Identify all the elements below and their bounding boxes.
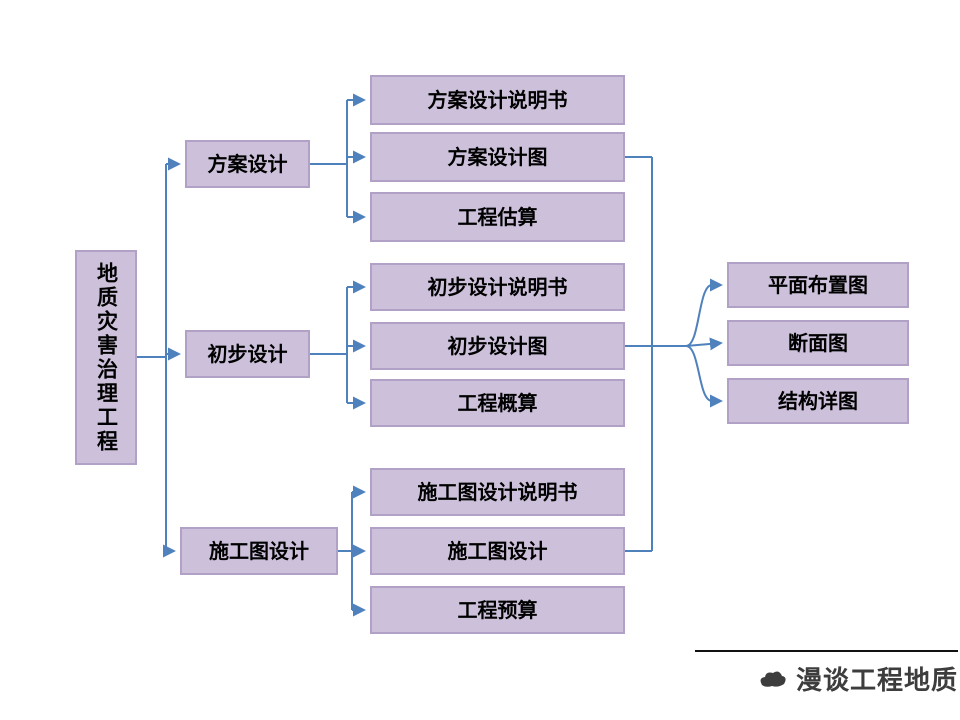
phase-node-construction-drawing-design: 施工图设计: [180, 527, 338, 575]
doc-node-scheme-spec: 方案设计说明书: [370, 75, 625, 125]
brand-icon: [760, 671, 786, 687]
doc-node-approximate-estimate: 工程概算: [370, 379, 625, 427]
phase-node-scheme-design: 方案设计: [185, 140, 310, 188]
footer-brand: 漫谈工程地质: [695, 650, 958, 697]
doc-node-construction-spec: 施工图设计说明书: [370, 468, 625, 516]
doc-node-construction-drawing: 施工图设计: [370, 527, 625, 575]
root-node: 地质灾害治理工程: [75, 250, 137, 465]
doc-node-preliminary-drawing: 初步设计图: [370, 322, 625, 370]
doc-node-budget: 工程预算: [370, 586, 625, 634]
output-node-structural-detail: 结构详图: [727, 378, 909, 424]
doc-node-scheme-drawing: 方案设计图: [370, 132, 625, 182]
brand-label: 漫谈工程地质: [795, 666, 958, 696]
phase-node-preliminary-design: 初步设计: [185, 330, 310, 378]
output-node-plan-layout: 平面布置图: [727, 262, 909, 308]
doc-node-preliminary-spec: 初步设计说明书: [370, 263, 625, 311]
output-node-cross-section: 断面图: [727, 320, 909, 366]
doc-node-project-estimate: 工程估算: [370, 192, 625, 242]
